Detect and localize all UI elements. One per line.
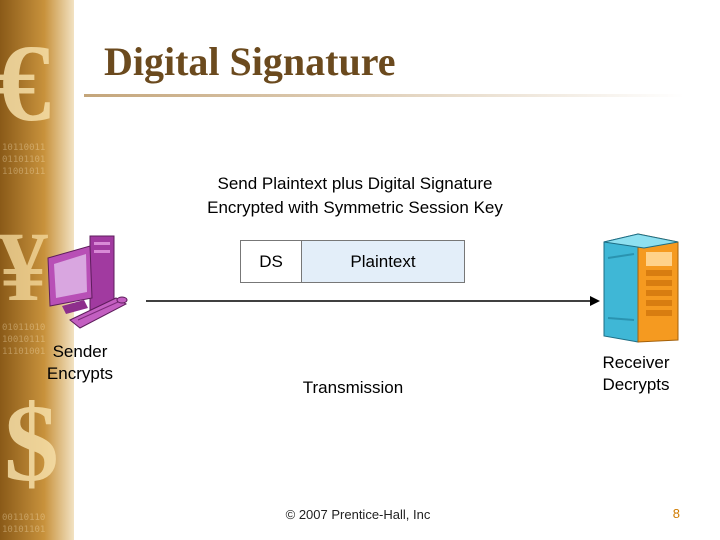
slide-title: Digital Signature [104, 38, 396, 85]
svg-text:$: $ [4, 382, 59, 504]
svg-text:10101101: 10101101 [2, 525, 45, 535]
sender-line-2: Encrypts [30, 363, 130, 385]
packet-plaintext-cell: Plaintext [302, 241, 464, 282]
message-packet: DS Plaintext [240, 240, 465, 283]
receiver-line-2: Decrypts [584, 374, 688, 396]
caption-line-1: Send Plaintext plus Digital Signature [140, 174, 570, 194]
svg-text:10110011: 10110011 [2, 143, 45, 153]
svg-text:00110110: 00110110 [2, 513, 45, 523]
sender-label: Sender Encrypts [30, 341, 130, 385]
title-underline [84, 94, 684, 97]
server-icon [598, 228, 684, 346]
svg-text:11001011: 11001011 [2, 167, 45, 177]
svg-text:01101101: 01101101 [2, 155, 45, 165]
caption-line-2: Encrypted with Symmetric Session Key [140, 198, 570, 218]
packet-ds-cell: DS [241, 241, 302, 282]
copyright-footer: © 2007 Prentice-Hall, Inc [258, 507, 458, 522]
sender-line-1: Sender [30, 341, 130, 363]
transmission-label: Transmission [278, 377, 428, 399]
svg-text:€: € [0, 22, 51, 144]
receiver-label: Receiver Decrypts [584, 352, 688, 396]
desktop-computer-icon [40, 228, 140, 338]
svg-text:01011010: 01011010 [2, 323, 45, 333]
page-number: 8 [660, 506, 680, 521]
transmission-arrow [146, 294, 600, 308]
receiver-line-1: Receiver [584, 352, 688, 374]
